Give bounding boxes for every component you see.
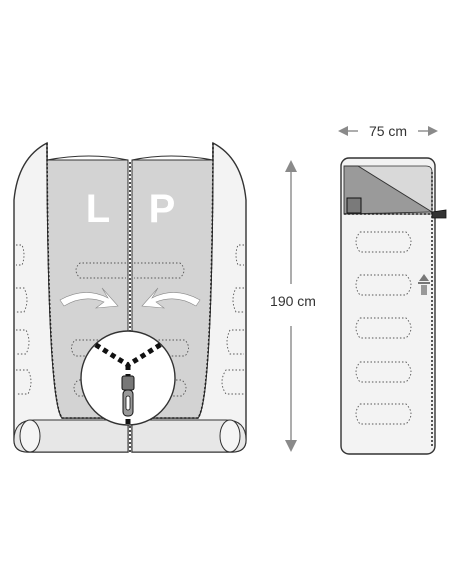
right-side-zipper — [132, 142, 214, 419]
left-footbox-end — [19, 419, 41, 453]
width-arrow-left-icon — [338, 126, 348, 136]
left-side-label: L — [86, 187, 110, 231]
left-shell-quilting — [16, 244, 32, 395]
left-hood-edge — [46, 155, 129, 161]
width-label: 75 cm — [369, 123, 407, 139]
length-arrow-down-icon — [285, 440, 297, 452]
length-dimension: 190 cm — [270, 160, 316, 452]
left-curved-arrow-icon — [59, 287, 119, 309]
right-footbox-end — [219, 419, 241, 453]
zipper-pull-icon — [121, 375, 135, 417]
width-arrow-right-icon — [428, 126, 438, 136]
zipper-zoom-detail — [80, 330, 176, 426]
length-arrow-up-icon — [285, 160, 297, 172]
right-side-label: P — [149, 187, 176, 231]
length-label: 190 cm — [270, 293, 316, 309]
width-dimension: 75 cm — [338, 123, 438, 139]
logo-mark-icon — [418, 274, 430, 295]
single-bag-pocket — [346, 197, 362, 214]
right-shell-quilting — [221, 244, 244, 395]
join-arrows — [59, 287, 201, 309]
joined-bags-illustration: L P — [13, 141, 247, 453]
left-side-zipper — [46, 142, 128, 419]
inner-lining-quilting — [71, 262, 189, 397]
single-bag-illustration: 75 cm — [338, 123, 447, 455]
single-bag-zipper-tab-icon — [431, 209, 447, 219]
right-hood-edge — [131, 155, 214, 161]
right-curved-arrow-icon — [141, 287, 201, 309]
